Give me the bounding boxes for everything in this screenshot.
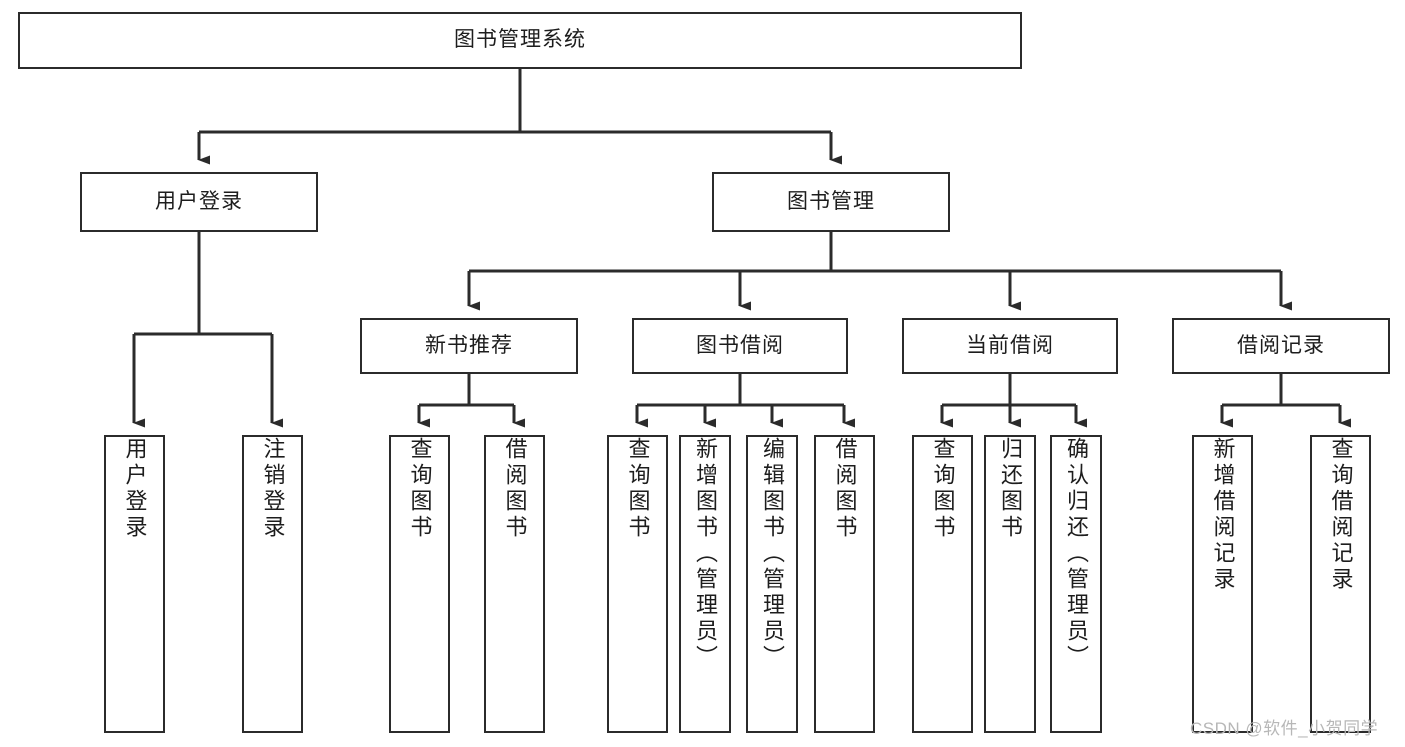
node-book-management[interactable]: 图书管理: [712, 172, 950, 232]
node-new-book-recommendation-label: 新书推荐: [425, 333, 513, 357]
node-leaf-user-login[interactable]: 用户登录: [104, 435, 165, 733]
node-leaf-add-borrow-record[interactable]: 新增借阅记录: [1192, 435, 1253, 733]
node-leaf-add-borrow-record-label: 新增借阅记录: [1210, 437, 1236, 593]
node-borrowing-records[interactable]: 借阅记录: [1172, 318, 1390, 374]
node-leaf-query-borrow-record[interactable]: 查询借阅记录: [1310, 435, 1371, 733]
node-leaf-query-book-current[interactable]: 查询图书: [912, 435, 973, 733]
node-current-borrowing-label: 当前借阅: [966, 333, 1054, 357]
node-leaf-query-book-borrow[interactable]: 查询图书: [607, 435, 668, 733]
node-leaf-edit-book-admin[interactable]: 编辑图书（管理员）: [746, 435, 798, 733]
node-leaf-logout[interactable]: 注销登录: [242, 435, 303, 733]
node-leaf-add-book-admin[interactable]: 新增图书（管理员）: [679, 435, 731, 733]
node-current-borrowing[interactable]: 当前借阅: [902, 318, 1118, 374]
node-leaf-logout-label: 注销登录: [260, 437, 286, 541]
node-leaf-add-book-admin-label: 新增图书（管理员）: [693, 437, 718, 671]
node-leaf-confirm-return-admin-label: 确认归还（管理员）: [1064, 437, 1089, 671]
node-new-book-recommendation[interactable]: 新书推荐: [360, 318, 578, 374]
node-borrowing-records-label: 借阅记录: [1237, 333, 1325, 357]
node-leaf-edit-book-admin-label: 编辑图书（管理员）: [760, 437, 785, 671]
node-leaf-return-book-label: 归还图书: [998, 437, 1023, 541]
node-leaf-user-login-label: 用户登录: [122, 437, 148, 541]
node-leaf-confirm-return-admin[interactable]: 确认归还（管理员）: [1050, 435, 1102, 733]
node-leaf-lend-book-label: 借阅图书: [832, 437, 858, 541]
node-book-borrowing-label: 图书借阅: [696, 333, 784, 357]
node-book-borrowing[interactable]: 图书借阅: [632, 318, 848, 374]
node-leaf-query-book-current-label: 查询图书: [930, 437, 956, 541]
node-leaf-query-borrow-record-label: 查询借阅记录: [1328, 437, 1354, 593]
node-root-book-management-system[interactable]: 图书管理系统: [18, 12, 1022, 69]
node-leaf-lend-book[interactable]: 借阅图书: [814, 435, 875, 733]
node-user-login-label: 用户登录: [155, 189, 243, 213]
node-leaf-borrow-book-new[interactable]: 借阅图书: [484, 435, 545, 733]
node-book-management-label: 图书管理: [787, 189, 875, 213]
node-root-label: 图书管理系统: [454, 28, 586, 52]
node-leaf-query-book-new-label: 查询图书: [407, 437, 433, 541]
csdn-watermark: CSDN @软件_小贺同学: [1190, 719, 1379, 738]
node-leaf-query-book-borrow-label: 查询图书: [625, 437, 651, 541]
node-leaf-borrow-book-new-label: 借阅图书: [502, 437, 528, 541]
node-user-login[interactable]: 用户登录: [80, 172, 318, 232]
node-leaf-return-book[interactable]: 归还图书: [984, 435, 1036, 733]
node-leaf-query-book-new[interactable]: 查询图书: [389, 435, 450, 733]
